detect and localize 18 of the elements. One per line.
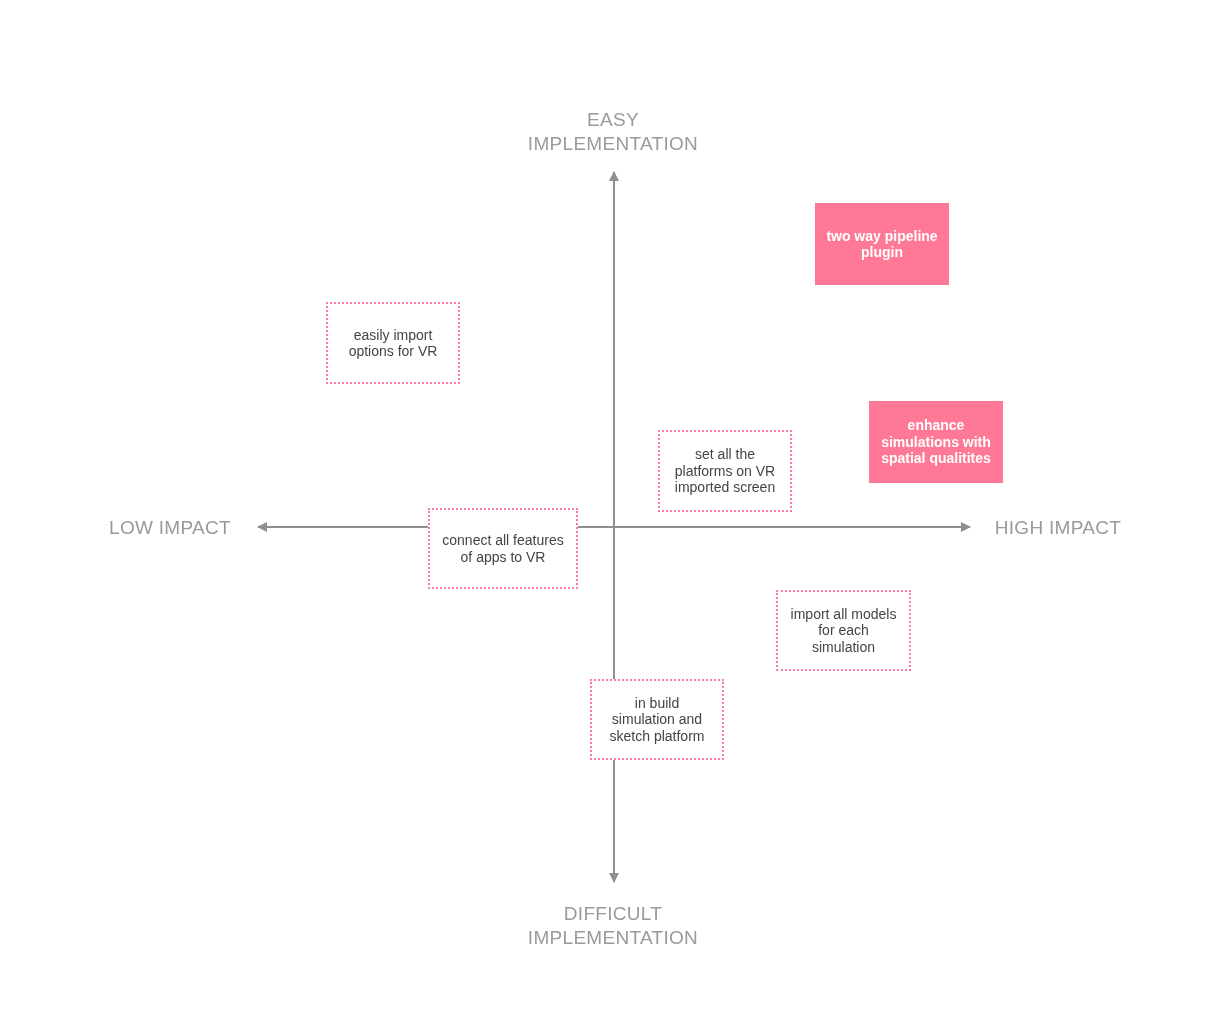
idea-text: in build simulation and sketch platform bbox=[608, 694, 706, 745]
axis-label: DIFFICULT IMPLEMENTATION bbox=[526, 902, 700, 950]
idea-card bbox=[869, 401, 1003, 483]
axis-label: HIGH IMPACT bbox=[993, 516, 1123, 540]
idea-text: import all models for each simulation bbox=[789, 605, 898, 656]
idea-card bbox=[658, 430, 792, 512]
idea-card bbox=[776, 590, 911, 671]
idea-card bbox=[428, 508, 578, 589]
axis-label: LOW IMPACT bbox=[108, 516, 232, 540]
idea-text: two way pipeline plugin bbox=[825, 227, 939, 261]
idea-text: enhance simulations with spatial qualitites bbox=[880, 417, 992, 467]
idea-card bbox=[815, 203, 949, 285]
idea-text: connect all features of apps to VR bbox=[441, 532, 565, 565]
idea-text: set all the platforms on VR imported screen bbox=[673, 446, 777, 496]
idea-card bbox=[590, 679, 724, 760]
axis-label: EASY IMPLEMENTATION bbox=[526, 108, 700, 156]
idea-card bbox=[326, 302, 460, 384]
idea-text: easily import options for VR bbox=[347, 326, 439, 360]
